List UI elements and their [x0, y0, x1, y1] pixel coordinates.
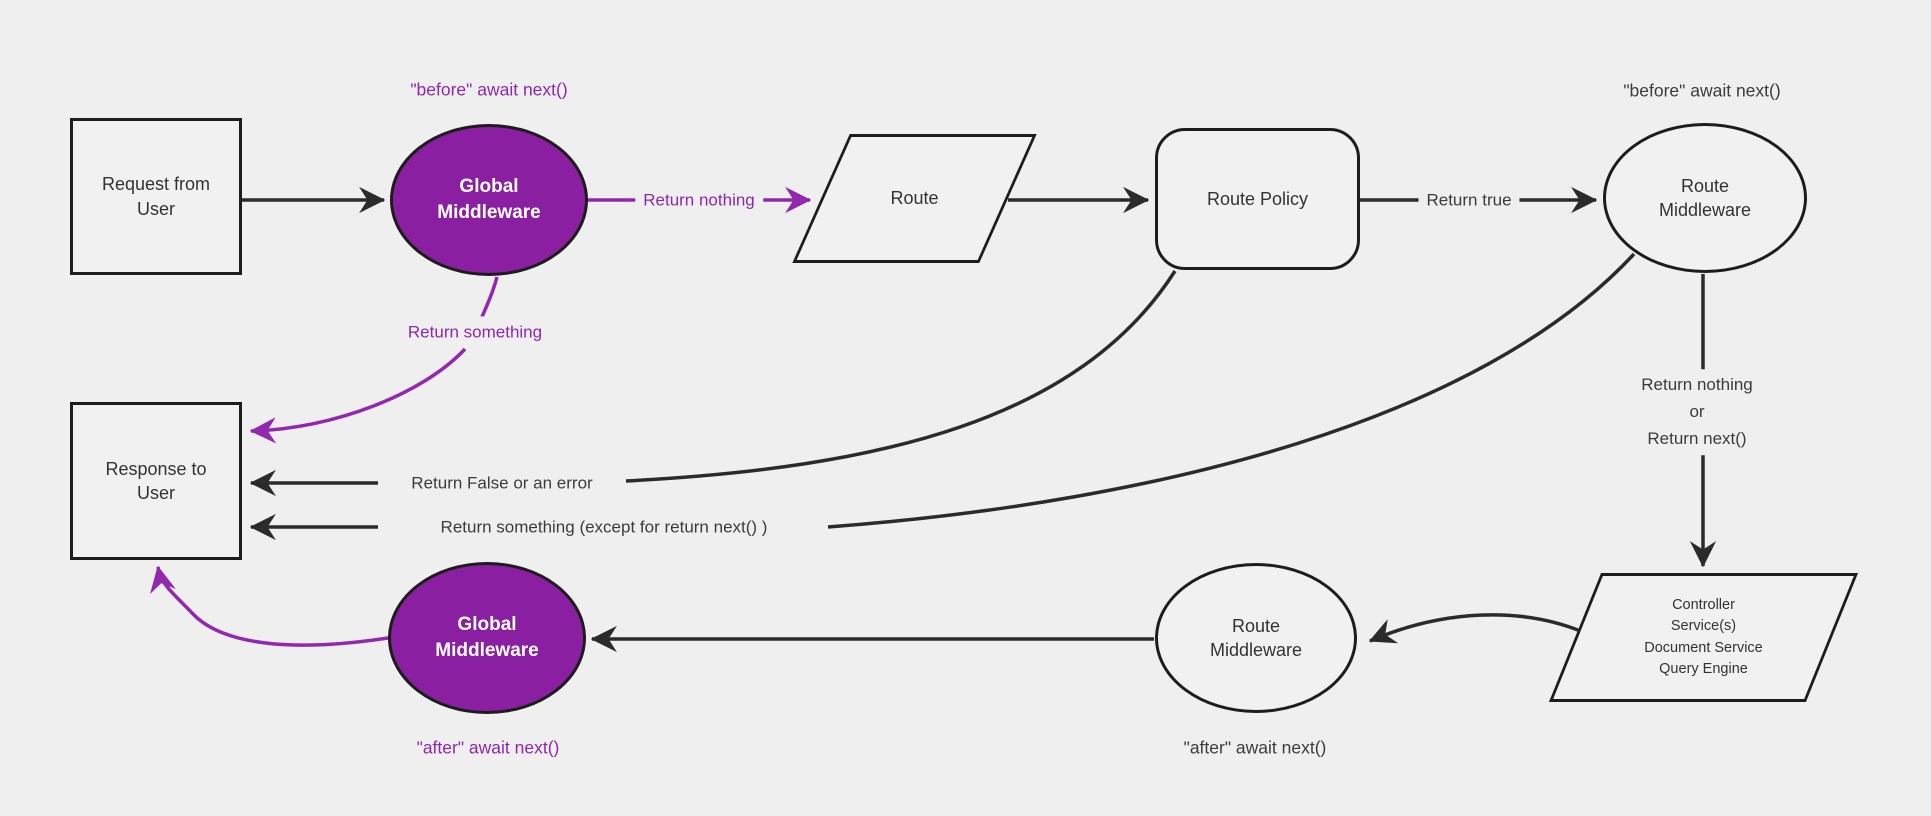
edge-label-return-something-except: Return something (except for return next… [432, 511, 776, 543]
node-route-middleware-bottom: Route Middleware [1155, 563, 1357, 713]
edge-label-return-nothing: Return nothing [635, 184, 763, 216]
annotation-after-await-next-route: "after" await next() [1183, 737, 1327, 758]
annotation-before-await-next-route: "before" await next() [1623, 80, 1781, 101]
annotation-before-await-next-global: "before" await next() [410, 79, 568, 100]
edge-return-something-to-response [249, 347, 467, 444]
edge-global-middleware-bottom-to-response [150, 565, 389, 647]
edge-label-return-false-or-error: Return False or an error [403, 467, 601, 499]
controller-label: Controller Service(s) Document Service Q… [1644, 597, 1763, 677]
edge-label-return-something: Return something [399, 316, 551, 348]
edge-label-return-nothing-or-next: Return nothing or Return next() [1633, 369, 1761, 455]
node-route-middleware-top: Route Middleware [1603, 123, 1807, 273]
node-request-from-user: Request from User [70, 118, 242, 275]
node-controller-services: Controller Service(s) Document Service Q… [1548, 573, 1859, 702]
node-route: Route [792, 134, 1037, 263]
edge-label-return-true: Return true [1418, 184, 1520, 216]
node-route-policy: Route Policy [1155, 128, 1360, 270]
node-global-middleware-top: Global Middleware [390, 124, 588, 276]
annotation-after-await-next-global: "after" await next() [416, 737, 560, 758]
edge-route-policy-return-false-curve [625, 270, 1177, 483]
edge-controller-to-route-middleware-bottom [1368, 613, 1584, 644]
route-label: Route [890, 188, 939, 209]
edge-route-middleware-return-something-curve [827, 252, 1636, 529]
edge-global-middleware-return-something-stub [480, 276, 499, 318]
node-response-to-user: Response to User [70, 402, 242, 560]
node-global-middleware-bottom: Global Middleware [388, 562, 586, 714]
